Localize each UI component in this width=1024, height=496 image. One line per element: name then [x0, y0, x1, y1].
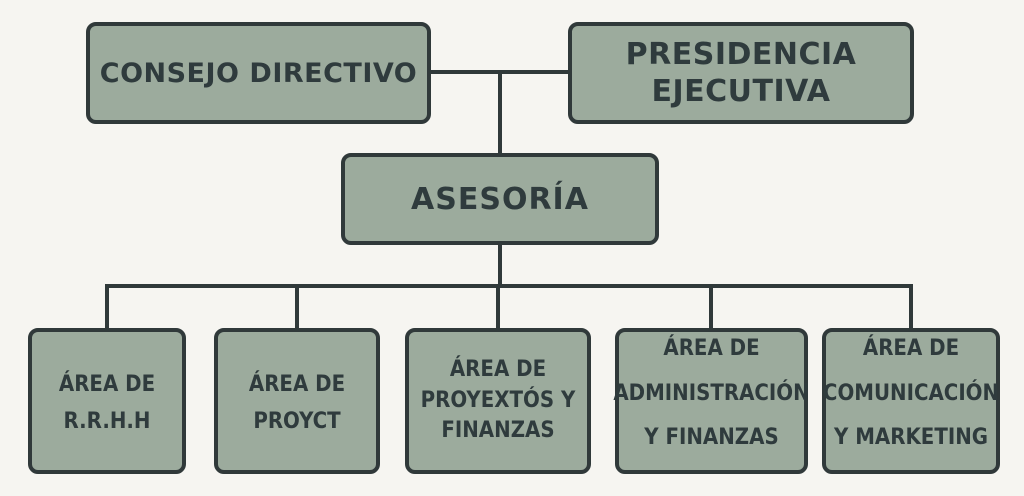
- area-proyct-box: ÁREA DE PROYCT: [214, 328, 380, 474]
- area-comunicacion-box: ÁREA DE COMUNICACIÓN Y MARKETING: [822, 328, 1000, 474]
- area-administracion-line-2: ADMINISTRACIÓN: [613, 380, 810, 406]
- presidencia-label-line-1: PRESIDENCIA: [625, 36, 857, 72]
- area-proyct-line-2: PROYCT: [253, 409, 341, 434]
- area-proyectos-finanzas-line-3: FINANZAS: [441, 418, 555, 444]
- consejo-directivo-label: CONSEJO DIRECTIVO: [99, 57, 418, 89]
- area-comunicacion-line-3: Y MARKETING: [833, 425, 988, 451]
- area-proyectos-finanzas-box: ÁREA DE PROYEXTÓS Y FINANZAS: [405, 328, 591, 474]
- asesoria-label: ASESORÍA: [411, 181, 589, 217]
- area-proyectos-finanzas-line-1: ÁREA DE: [449, 356, 547, 382]
- area-administracion-line-3: Y FINANZAS: [644, 425, 779, 451]
- area-proyectos-finanzas-line-2: PROYEXTÓS Y: [420, 387, 576, 413]
- asesoria-box: ASESORÍA: [341, 153, 659, 245]
- presidencia-ejecutiva-box: PRESIDENCIA EJECUTIVA: [568, 22, 914, 124]
- area-rrhh-box: ÁREA DE R.R.H.H: [28, 328, 186, 474]
- consejo-directivo-box: CONSEJO DIRECTIVO: [86, 22, 431, 124]
- area-proyct-line-1: ÁREA DE: [248, 372, 346, 398]
- area-comunicacion-line-2: COMUNICACIÓN: [822, 380, 1000, 406]
- area-administracion-box: ÁREA DE ADMINISTRACIÓN Y FINANZAS: [613, 328, 810, 474]
- presidencia-label-line-2: EJECUTIVA: [651, 74, 831, 109]
- area-rrhh-line-1: ÁREA DE: [58, 372, 156, 398]
- area-comunicacion-line-1: ÁREA DE: [862, 335, 960, 361]
- area-administracion-line-1: ÁREA DE: [663, 335, 760, 361]
- area-rrhh-line-2: R.R.H.H: [63, 409, 151, 434]
